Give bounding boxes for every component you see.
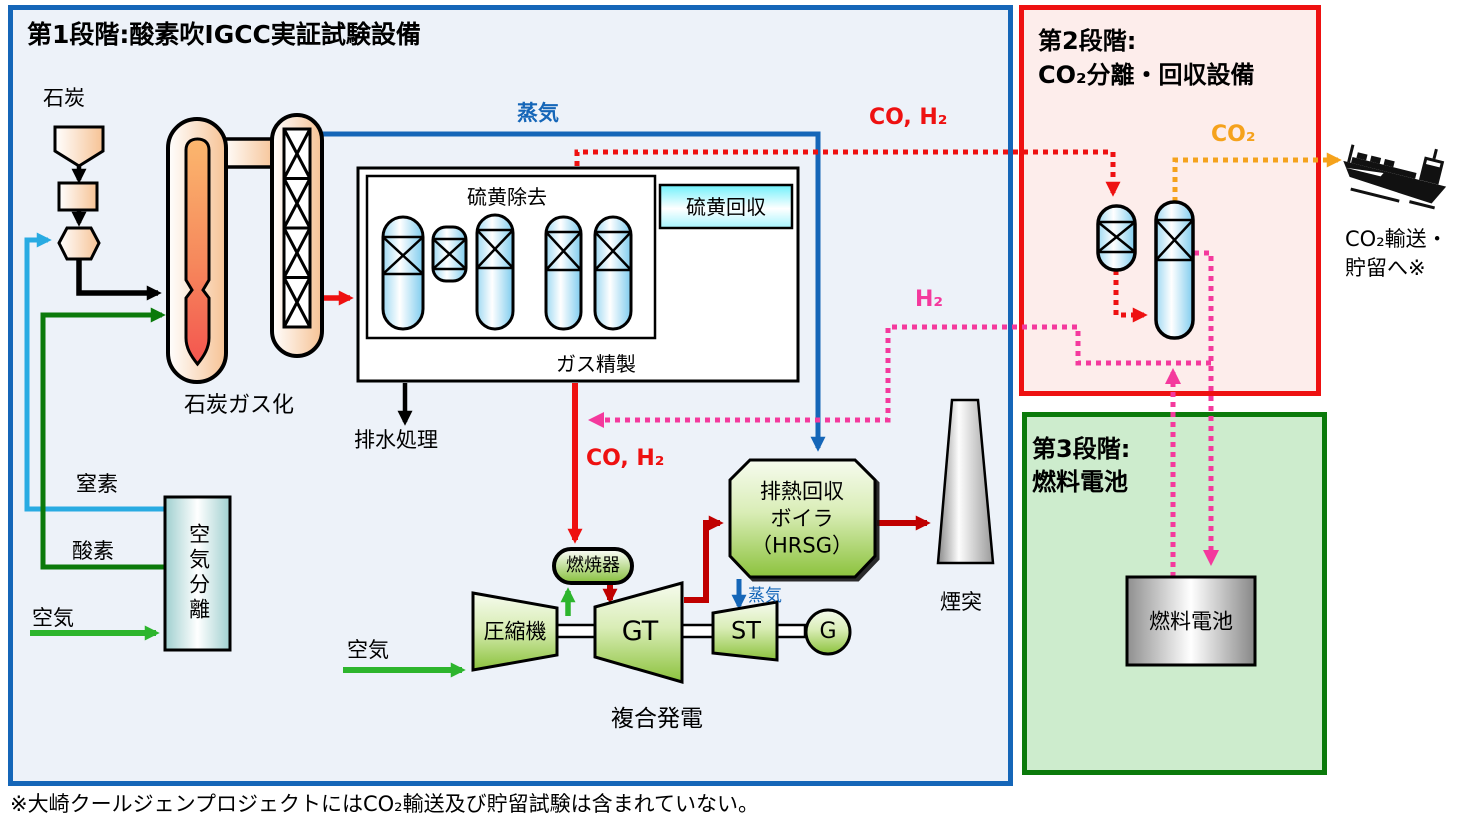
stack-shape: [936, 398, 995, 565]
coal-feeder: [57, 181, 99, 212]
stack-label: 煙突: [940, 590, 982, 614]
syngas-down-label: CO, H₂: [586, 446, 665, 471]
wastewater-label: 排水処理: [354, 428, 438, 452]
compressor-label: 圧縮機: [483, 619, 547, 644]
h2-return-to-combustor-line: [588, 324, 1211, 428]
steam-top-label: 蒸気: [517, 101, 559, 125]
syngas-top-label: CO, H₂: [869, 105, 948, 130]
sulfur-recovery-label: 硫黄回収: [686, 195, 766, 219]
shaft-3: [775, 623, 807, 639]
combined-cycle-label: 複合発電: [611, 706, 703, 732]
oxygen-line: [40, 307, 166, 570]
nitrogen-line: [24, 232, 165, 512]
power-train: [471, 547, 852, 684]
co2-vessel-tall-x: [1155, 218, 1194, 262]
stage2-title: 第2段階: CO₂分離・回収設備: [1038, 24, 1255, 92]
compressor-shape: [471, 591, 559, 672]
generator-label: G: [819, 618, 837, 644]
gasifier-flame-core: [184, 137, 211, 367]
gasifier: [166, 113, 324, 384]
shaft-2: [680, 623, 716, 639]
hrsg-label: 排熱回収 ボイラ （HRSG）: [751, 479, 853, 560]
ship-icon: [1343, 144, 1447, 210]
footnote: ※大崎クールジェンプロジェクトにはCO₂輸送及び貯留試験は含まれていない。: [10, 792, 759, 816]
hrsg-shape: [728, 458, 877, 579]
coal-to-gasifier-line: [76, 259, 162, 301]
air-compressor-label: 空気: [347, 638, 389, 662]
gt-exhaust-to-hrsg-line: [684, 515, 724, 603]
flow-lines: [24, 131, 1342, 678]
fuel-cell-shape: [1125, 575, 1257, 667]
co2-to-ship-line: [1172, 152, 1342, 202]
steam-turbine-label: ST: [731, 616, 761, 645]
stage3-title: 第3段階: 燃料電池: [1032, 433, 1130, 499]
stage3-title-line1: 第3段階:: [1032, 435, 1131, 463]
co2-label: CO₂: [1211, 122, 1256, 147]
cleanup-vessel-3: [475, 213, 515, 331]
steam-line-to-hrsg: [322, 131, 826, 452]
cleanup-vessel-3-x: [476, 228, 514, 270]
co2-regenerator-vessel-tall: [1154, 200, 1195, 340]
stage3-title-line2: 燃料電池: [1032, 468, 1128, 496]
nitrogen-label: 窒素: [76, 472, 118, 496]
gasifier-label: 石炭ガス化: [184, 393, 295, 418]
coal-feed-system: [53, 125, 105, 261]
shaft-1: [555, 623, 597, 639]
fuel-cell-label: 燃料電池: [1149, 609, 1233, 634]
air-asu-label: 空気: [32, 606, 74, 630]
air-separation-label: 空気分離: [186, 523, 211, 623]
co2-vessel-small-x: [1097, 220, 1136, 254]
stage2-title-line1: 第2段階:: [1038, 27, 1137, 55]
oxygen-label: 酸素: [72, 539, 114, 563]
generator-shape: [804, 608, 852, 656]
gas-turbine-shape: [593, 581, 684, 684]
cleanup-vessel-4-x: [545, 230, 582, 272]
hrsg-label-line2: ボイラ: [770, 506, 834, 531]
syngas-cooler-lattice-x: [282, 128, 312, 328]
coal-label: 石炭: [43, 86, 85, 110]
hrsg-label-line1: 排熱回収: [760, 479, 844, 504]
steam-st-label: 蒸気: [748, 586, 782, 606]
air-separation-vessel: [163, 495, 232, 652]
h2-label: H₂: [915, 287, 944, 312]
shipping-label-line2: 貯留へ※: [1345, 256, 1426, 280]
gasifier-crossover-pipe: [220, 137, 278, 169]
cleanup-vessel-5: [593, 215, 633, 331]
cleanup-vessel-5-x: [594, 230, 632, 272]
gas-cleanup-unit: [356, 166, 800, 383]
shipping-label: CO₂輸送・ 貯留へ※: [1345, 225, 1448, 283]
stage2-vessel-link-line: [1113, 270, 1148, 323]
gas-turbine-label: GT: [621, 615, 659, 647]
cleanup-vessel-4: [544, 215, 583, 331]
sulfur-recovery-box: [658, 183, 794, 230]
cleanup-vessel-2-x: [432, 237, 467, 271]
coal-hopper-1: [53, 125, 105, 168]
combustor-label: 燃焼器: [566, 555, 620, 577]
h2-to-fuel-cell-line: [1194, 250, 1219, 566]
stage2-title-line2: CO₂分離・回収設備: [1038, 61, 1255, 89]
steam-turbine-shape: [711, 600, 779, 662]
gas-cleanup-label: ガス精製: [556, 352, 636, 376]
syngas-dotted-to-stage2: [574, 149, 1121, 197]
hrsg-label-line3: （HRSG）: [751, 533, 853, 558]
coal-pressurizer-hopper: [57, 226, 101, 261]
stage1-title: 第1段階:酸素吹IGCC実証試験設備: [27, 20, 421, 49]
shipping-label-line1: CO₂輸送・: [1345, 227, 1448, 251]
sulfur-removal-label: 硫黄除去: [467, 185, 547, 209]
cleanup-vessel-1-x: [382, 235, 424, 276]
stage1-box: [8, 5, 1013, 786]
co2-capture-vessels: [1096, 200, 1195, 340]
combustor-shape: [552, 547, 634, 585]
